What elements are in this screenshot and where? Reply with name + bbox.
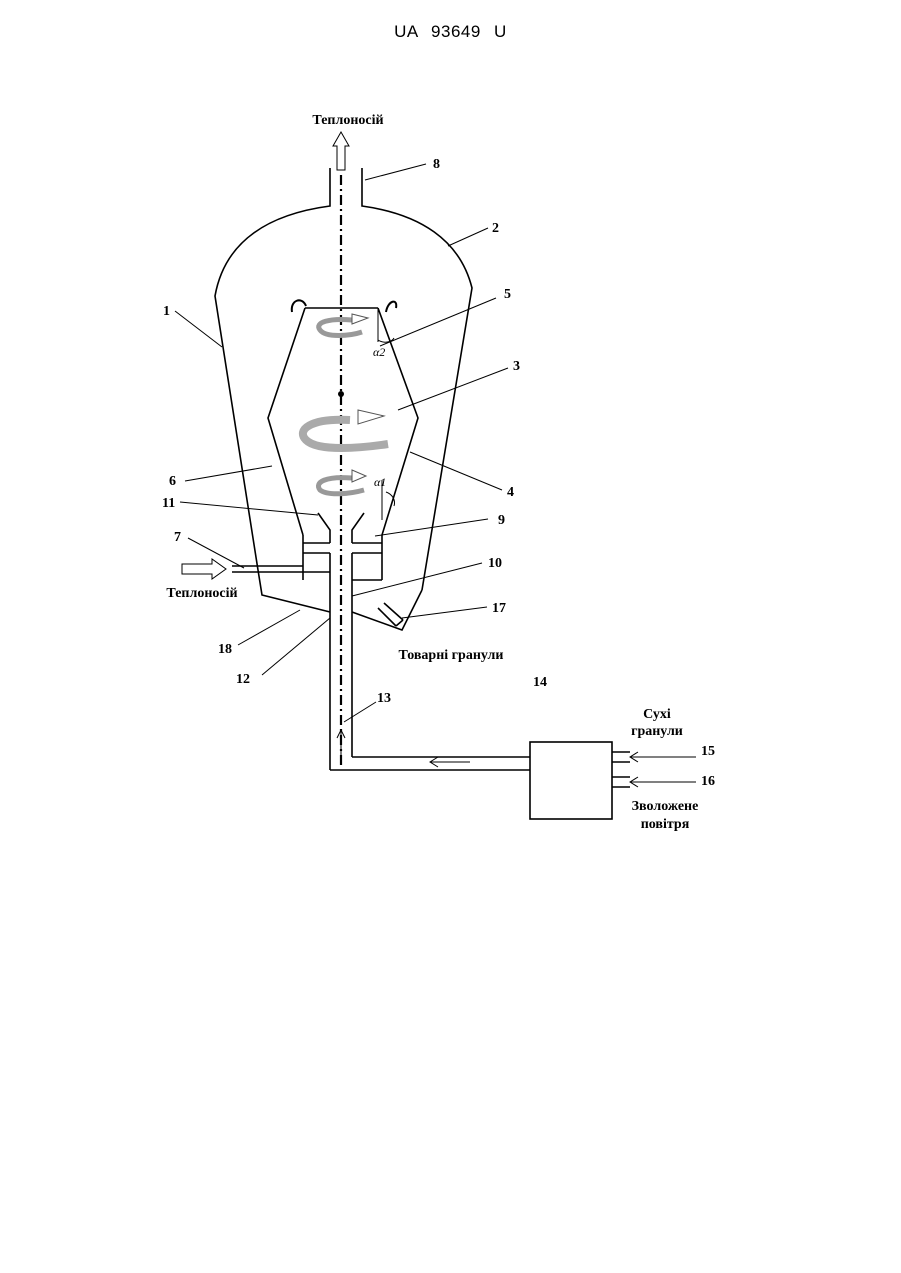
heat-carrier-inlet-pipe (232, 566, 330, 572)
humid-air-output (612, 777, 696, 787)
ref-number-2: 2 (492, 221, 499, 236)
flow-arrow-vertical (337, 730, 345, 760)
ref-number-17: 17 (492, 601, 506, 616)
outer-vessel (215, 168, 472, 590)
overflow-arrows (292, 300, 396, 312)
ref-number-6: 6 (169, 474, 176, 489)
ref-number-4: 4 (507, 485, 514, 500)
dry-granules-input (612, 752, 696, 762)
dry-granules-label-1: Сухі (643, 707, 671, 722)
alpha2-label: α2 (373, 345, 385, 359)
ref-number-11: 11 (162, 496, 175, 511)
inner-base-cylinder (303, 535, 382, 580)
heat-carrier-out-label: Теплоносій (312, 113, 383, 128)
ref-number-15: 15 (701, 744, 715, 759)
ref-number-18: 18 (218, 642, 232, 657)
dry-granules-label-2: гранули (631, 724, 683, 739)
swirl-arrow-middle (303, 410, 388, 448)
flow-arrow-horizontal (430, 757, 470, 767)
product-granules-label: Товарні гранули (399, 648, 504, 663)
ref-number-10: 10 (488, 556, 502, 571)
alpha1-label: α1 (374, 475, 386, 489)
ref-number-12: 12 (236, 672, 250, 687)
ref-number-13: 13 (377, 691, 391, 706)
ref-number-9: 9 (498, 513, 505, 528)
axis-marker (338, 391, 344, 397)
ref-number-14: 14 (533, 675, 547, 690)
swirl-arrow-bottom (318, 470, 366, 494)
feeder-box (530, 742, 612, 819)
humid-air-label-1: Зволожене (632, 799, 699, 814)
ref-number-8: 8 (433, 157, 440, 172)
heat-carrier-out-arrow (333, 132, 349, 170)
heat-carrier-in-label: Теплоносій (166, 586, 237, 601)
ref-number-1: 1 (163, 304, 170, 319)
humid-air-label-2: повітря (641, 817, 690, 832)
ref-number-5: 5 (504, 287, 511, 302)
ref-number-3: 3 (513, 359, 520, 374)
ref-number-7: 7 (174, 530, 181, 545)
ref-number-16: 16 (701, 774, 715, 789)
swirl-arrow-top (319, 314, 368, 336)
heat-carrier-in-arrow (182, 559, 226, 579)
